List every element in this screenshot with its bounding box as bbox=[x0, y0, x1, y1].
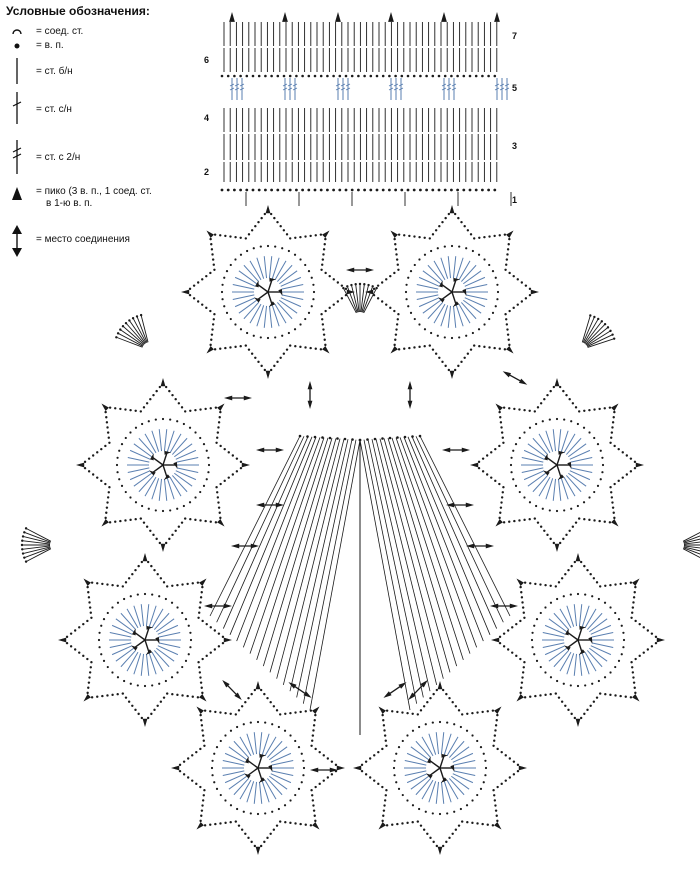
fan-connector bbox=[20, 527, 52, 563]
motif-ring bbox=[58, 205, 665, 855]
join-point-marker bbox=[256, 502, 284, 508]
join-point-marker bbox=[346, 267, 374, 273]
flower-motif bbox=[353, 681, 527, 855]
row-number-left: 4 bbox=[204, 113, 209, 123]
join-point-marker bbox=[407, 381, 413, 409]
join-point-marker bbox=[466, 543, 494, 549]
join-point-marker bbox=[256, 447, 284, 453]
picot-icon bbox=[12, 187, 22, 200]
join-point-marker bbox=[502, 371, 528, 385]
join-point-marker bbox=[231, 543, 259, 549]
row-number-right: 3 bbox=[512, 141, 517, 151]
join-point-marker bbox=[288, 682, 312, 698]
row-number-right: 7 bbox=[512, 31, 517, 41]
legend: Условные обозначения: = соед. ст. = в. п… bbox=[6, 4, 206, 274]
flower-motif bbox=[58, 553, 232, 727]
flower-motif bbox=[365, 205, 539, 379]
slip-stitch-icon bbox=[12, 29, 22, 35]
row-number-left: 6 bbox=[204, 55, 209, 65]
chain-stitch-icon bbox=[14, 43, 20, 49]
flower-motif bbox=[171, 681, 345, 855]
join-point-marker bbox=[490, 603, 518, 609]
join-markers bbox=[204, 267, 528, 773]
treble-crochet-icon bbox=[12, 140, 22, 174]
join-point-marker bbox=[383, 682, 407, 698]
connector-arcs bbox=[20, 282, 700, 563]
fan-connector bbox=[581, 314, 616, 348]
join-point-icon bbox=[12, 225, 22, 257]
join-point-marker bbox=[310, 767, 338, 773]
border-pattern-chart: 6 4 2 7 5 3 1 bbox=[204, 12, 517, 206]
join-point-marker bbox=[307, 381, 313, 409]
join-point-marker bbox=[446, 502, 474, 508]
flower-motif bbox=[181, 205, 355, 379]
join-point-marker bbox=[224, 395, 252, 401]
legend-title: Условные обозначения: bbox=[6, 4, 150, 18]
flower-motif bbox=[491, 553, 665, 727]
fan-connector bbox=[115, 313, 149, 348]
flower-motif bbox=[76, 378, 250, 552]
center-diamond bbox=[209, 434, 511, 735]
join-point-marker bbox=[204, 603, 232, 609]
fan-connector bbox=[682, 531, 700, 559]
row-number-right: 1 bbox=[512, 195, 517, 205]
fan-connector bbox=[342, 282, 378, 314]
join-point-marker bbox=[408, 679, 428, 701]
join-point-marker bbox=[222, 679, 242, 701]
flower-motif bbox=[470, 378, 644, 552]
double-crochet-icon bbox=[12, 92, 22, 124]
row-number-right: 5 bbox=[512, 83, 517, 93]
join-point-marker bbox=[442, 447, 470, 453]
row-number-left: 2 bbox=[204, 167, 209, 177]
single-crochet-icon bbox=[16, 58, 18, 84]
